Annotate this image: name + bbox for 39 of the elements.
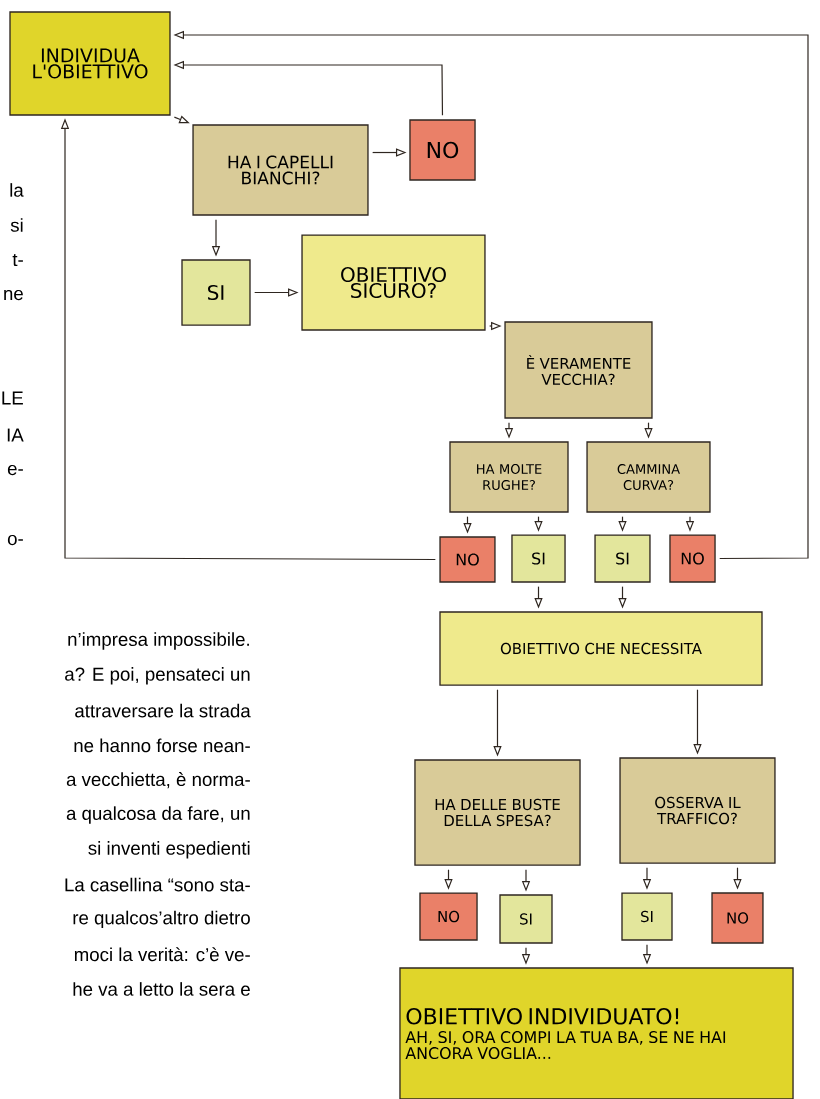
body-text: he va a letto la sera e (73, 982, 250, 996)
body-text: IA (7, 428, 24, 442)
body-text: e- (7, 464, 23, 476)
yes-box: SI (499, 894, 553, 944)
body-text: a? E poi, pensateci un (65, 667, 250, 685)
process-box: OBIETTIVO CHE NECESSITA (439, 611, 763, 686)
body-text: si inventi espedienti (88, 841, 250, 859)
body-text: si (10, 218, 23, 232)
yes-box: SI (181, 259, 251, 326)
question-box: HA I CAPELLI BIANCHI? (192, 124, 369, 216)
body-text: o- (7, 534, 23, 546)
body-text: moci la verità: c’è ve- (74, 947, 250, 962)
no-box: NO (419, 892, 478, 941)
yes-box: SI (511, 534, 566, 583)
no-box: NO (669, 534, 716, 583)
body-text: la (10, 183, 24, 197)
question-box: HA MOLTE RUGHE? (449, 441, 569, 513)
start-box: INDIVIDUA L'OBIETTIVO (9, 11, 171, 116)
start-box: OBIETTIVO INDIVIDUATO! AH, SI, ORA COMPI LA TUA BA, SE NE HAI ANCORA VOGLIA... (399, 967, 794, 1099)
body-text: La casellina “sono sta- (65, 877, 250, 892)
body-text: n’impresa impossibile. (68, 632, 249, 650)
no-box: NO (439, 536, 496, 583)
body-text: a vecchietta, è norma- (66, 772, 250, 789)
no-box: NO (711, 892, 764, 944)
body-text: attraversare la strada (75, 703, 251, 718)
question-box: CAMMINA CURVA? (586, 441, 711, 513)
body-text: ne hanno forse nean- (74, 738, 250, 753)
body-text: re qualcos’altro dietro (73, 910, 250, 929)
body-text: t- (12, 253, 23, 267)
body-text: ne (4, 289, 23, 301)
no-box: NO (409, 119, 476, 181)
body-text: a qualcosa da fare, un (66, 806, 250, 824)
process-box: OBIETTIVO SICURO? (301, 234, 486, 331)
yes-box: SI (621, 892, 673, 941)
yes-box: SI (594, 534, 651, 583)
question-box: È VERAMENTE VECCHIA? (504, 321, 653, 419)
question-box: HA DELLE BUSTE DELLA SPESA? (414, 759, 581, 866)
question-box: OSSERVA IL TRAFFICO? (619, 757, 776, 864)
body-text: LE (2, 391, 23, 405)
